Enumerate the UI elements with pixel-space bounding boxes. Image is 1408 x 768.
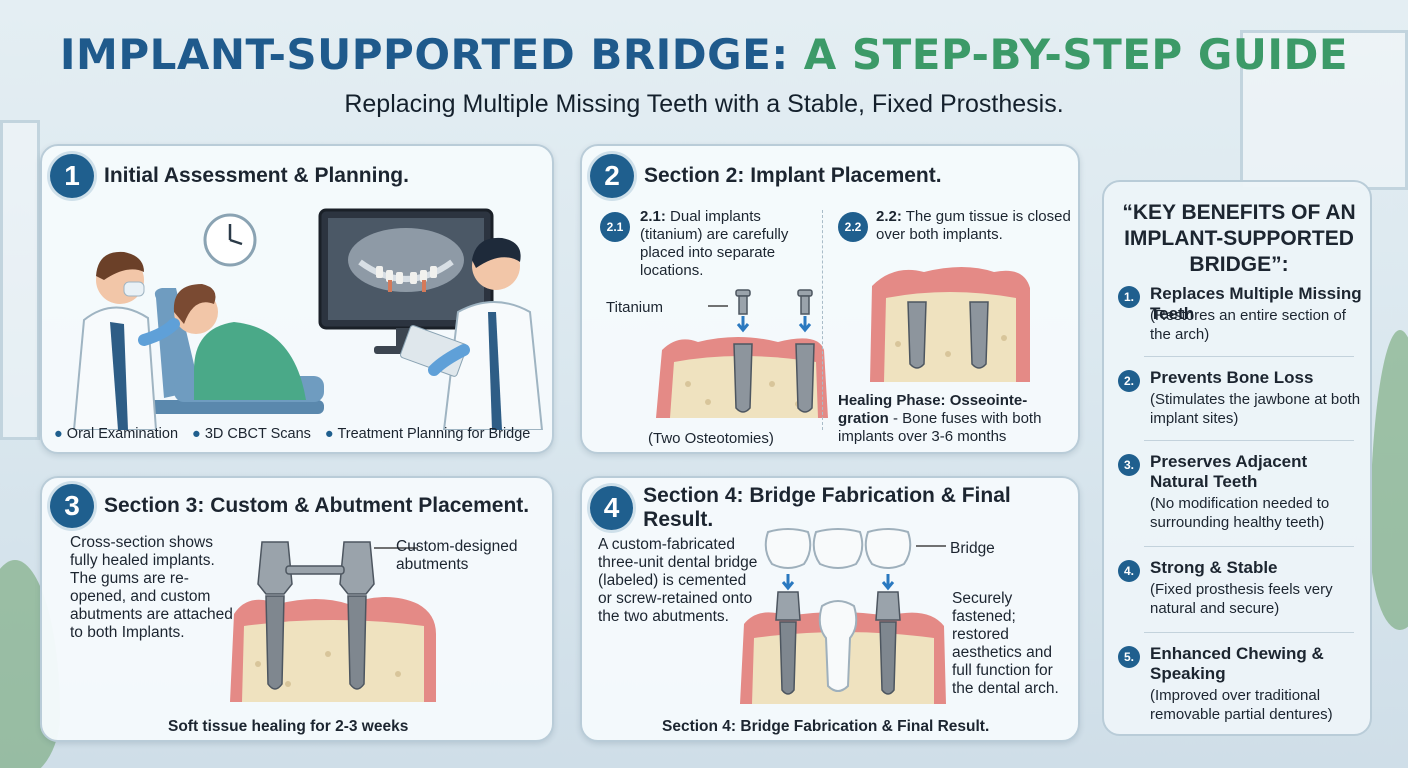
step-4-description: A custom-fabricated three-unit dental br… <box>598 536 758 625</box>
healing-phase-text: Healing Phase: Osseointe-gration - Bone … <box>838 392 1042 445</box>
benefit-number: 5. <box>1118 646 1140 668</box>
benefit-number: 1. <box>1118 286 1140 308</box>
bridge-label: Bridge <box>950 540 995 557</box>
background-window-right <box>1240 30 1408 190</box>
benefit-heading: Strong & Stable <box>1150 558 1278 577</box>
benefit-divider <box>1144 356 1354 357</box>
patient <box>173 284 306 400</box>
benefit-description: (Improved over traditional removable par… <box>1150 687 1333 723</box>
benefit-number: 4. <box>1118 560 1140 582</box>
step-3-header: 3 Section 3: Custom & Abutment Placement… <box>50 484 529 528</box>
benefit-description: (Fixed prosthesis feels very natural and… <box>1150 581 1333 617</box>
benefit-number: 3. <box>1118 454 1140 476</box>
step-1-bullets: ● Oral Examination ● 3D CBCT Scans ● Tre… <box>54 426 530 442</box>
titanium-label: Titanium <box>606 299 663 316</box>
dentist-right <box>399 237 544 430</box>
bullet-item: ● Oral Examination <box>54 426 179 442</box>
osteotomies-caption: (Two Osteotomies) <box>648 430 774 447</box>
step-1-header: 1 Initial Assessment & Planning. <box>50 154 409 198</box>
step-1-illustration <box>72 208 544 430</box>
abutments-label: Custom-designed abutments <box>396 538 518 573</box>
benefits-panel: “KEY BENEFITS OF AN IMPLANT-SUPPORTED BR… <box>1102 180 1372 736</box>
step-4-result: Securely fastened; restored aesthetics a… <box>952 590 1059 697</box>
benefit-heading: Preserves Adjacent Natural Teeth <box>1150 452 1308 491</box>
step-4-header: 4 Section 4: Bridge Fabrication & Final … <box>590 484 1078 532</box>
benefit-description: (Stimulates the jawbone at both implant … <box>1150 391 1361 427</box>
title-part-1: IMPLANT-SUPPORTED BRIDGE: <box>59 30 789 79</box>
title-part-2: A STEP-BY-STEP GUIDE <box>803 30 1349 79</box>
benefit-divider <box>1144 632 1354 633</box>
step-2-card: 2 Section 2: Implant Placement. 2.1 2.1:… <box>580 144 1080 454</box>
step-4-card: 4 Section 4: Bridge Fabrication & Final … <box>580 476 1080 742</box>
step-2-title: Section 2: Implant Placement. <box>644 164 942 187</box>
page-title: IMPLANT-SUPPORTED BRIDGE: A STEP-BY-STEP… <box>0 30 1408 79</box>
benefit-divider <box>1144 546 1354 547</box>
benefit-heading: Enhanced Chewing & Speaking <box>1150 644 1324 683</box>
benefits-title: “KEY BENEFITS OF AN IMPLANT-SUPPORTED BR… <box>1122 201 1356 276</box>
step-2-number-badge: 2 <box>590 154 634 198</box>
monitor <box>318 208 494 354</box>
sub-step-divider <box>822 210 823 430</box>
benefit-heading: Prevents Bone Loss <box>1150 368 1314 387</box>
clock-icon <box>203 213 257 267</box>
background-plant-right <box>1370 330 1408 630</box>
step-3-caption: Soft tissue healing for 2-3 weeks <box>168 718 409 735</box>
step-1-title: Initial Assessment & Planning. <box>104 164 409 187</box>
sub-step-2-2-badge: 2.2 <box>838 212 868 242</box>
benefit-heading: Replaces Multiple Missing Teeth <box>1150 284 1362 323</box>
step-3-description: Cross-section shows fully healed implant… <box>70 534 233 641</box>
abutment-diagram <box>230 541 436 702</box>
bullet-item: ● 3D CBCT Scans <box>192 426 311 442</box>
step-4-caption: Section 4: Bridge Fabrication & Final Re… <box>662 718 990 735</box>
sub-step-2-1-badge: 2.1 <box>600 212 630 242</box>
step-3-title: Section 3: Custom & Abutment Placement. <box>104 494 530 517</box>
bridge-crowns <box>764 528 912 569</box>
sub-step-2-1-text: 2.1: Dual implants (titanium) are carefu… <box>640 208 789 279</box>
implant-placement-diagram <box>656 289 828 418</box>
bridge-diagram <box>740 528 946 704</box>
sub-step-2-2-text: 2.2: The gum tissue is closed over both … <box>876 208 1071 243</box>
step-2-header: 2 Section 2: Implant Placement. <box>590 154 942 198</box>
step-1-card: 1 Initial Assessment & Planning. <box>40 144 554 454</box>
step-4-title: Section 4: Bridge Fabrication & Final Re… <box>643 484 1011 531</box>
healing-diagram <box>870 267 1030 382</box>
benefit-description: (Restores an entire section of the arch) <box>1150 307 1346 343</box>
dentist-left <box>72 251 180 430</box>
bullet-item: ● Treatment Planning for Bridge <box>324 426 531 442</box>
page-subtitle: Replacing Multiple Missing Teeth with a … <box>344 90 1064 118</box>
benefit-description: (No modification needed to surrounding h… <box>1150 495 1330 531</box>
background-window-left <box>0 120 40 440</box>
step-3-card: 3 Section 3: Custom & Abutment Placement… <box>40 476 554 742</box>
benefit-number: 2. <box>1118 370 1140 392</box>
benefit-divider <box>1144 440 1354 441</box>
step-4-number-badge: 4 <box>590 486 634 530</box>
step-1-number-badge: 1 <box>50 154 94 198</box>
step-3-number-badge: 3 <box>50 484 94 528</box>
